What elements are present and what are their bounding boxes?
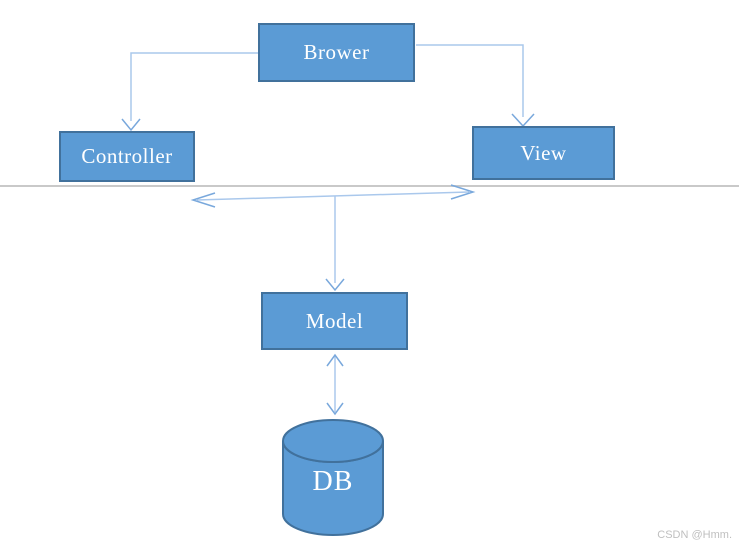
- node-controller: Controller: [59, 131, 195, 182]
- arrowhead-left: [190, 192, 216, 208]
- node-view: View: [472, 126, 615, 180]
- node-db-shape: [282, 419, 384, 536]
- arrowhead-right: [450, 184, 476, 200]
- edge-browser-controller: [130, 52, 258, 121]
- arrowhead-down-model: [325, 278, 345, 292]
- watermark: CSDN @Hmm.: [657, 529, 732, 541]
- arrowhead-down-db: [326, 402, 344, 416]
- edge-controller-view: [196, 191, 470, 201]
- node-db-label: DB: [312, 466, 354, 497]
- node-browser: Brower: [258, 23, 415, 82]
- arrowhead-down-controller: [121, 118, 141, 132]
- node-model: Model: [261, 292, 408, 350]
- edge-browser-view: [416, 44, 524, 117]
- arrowhead-up-model: [326, 353, 344, 367]
- cylinder-top: [282, 419, 384, 463]
